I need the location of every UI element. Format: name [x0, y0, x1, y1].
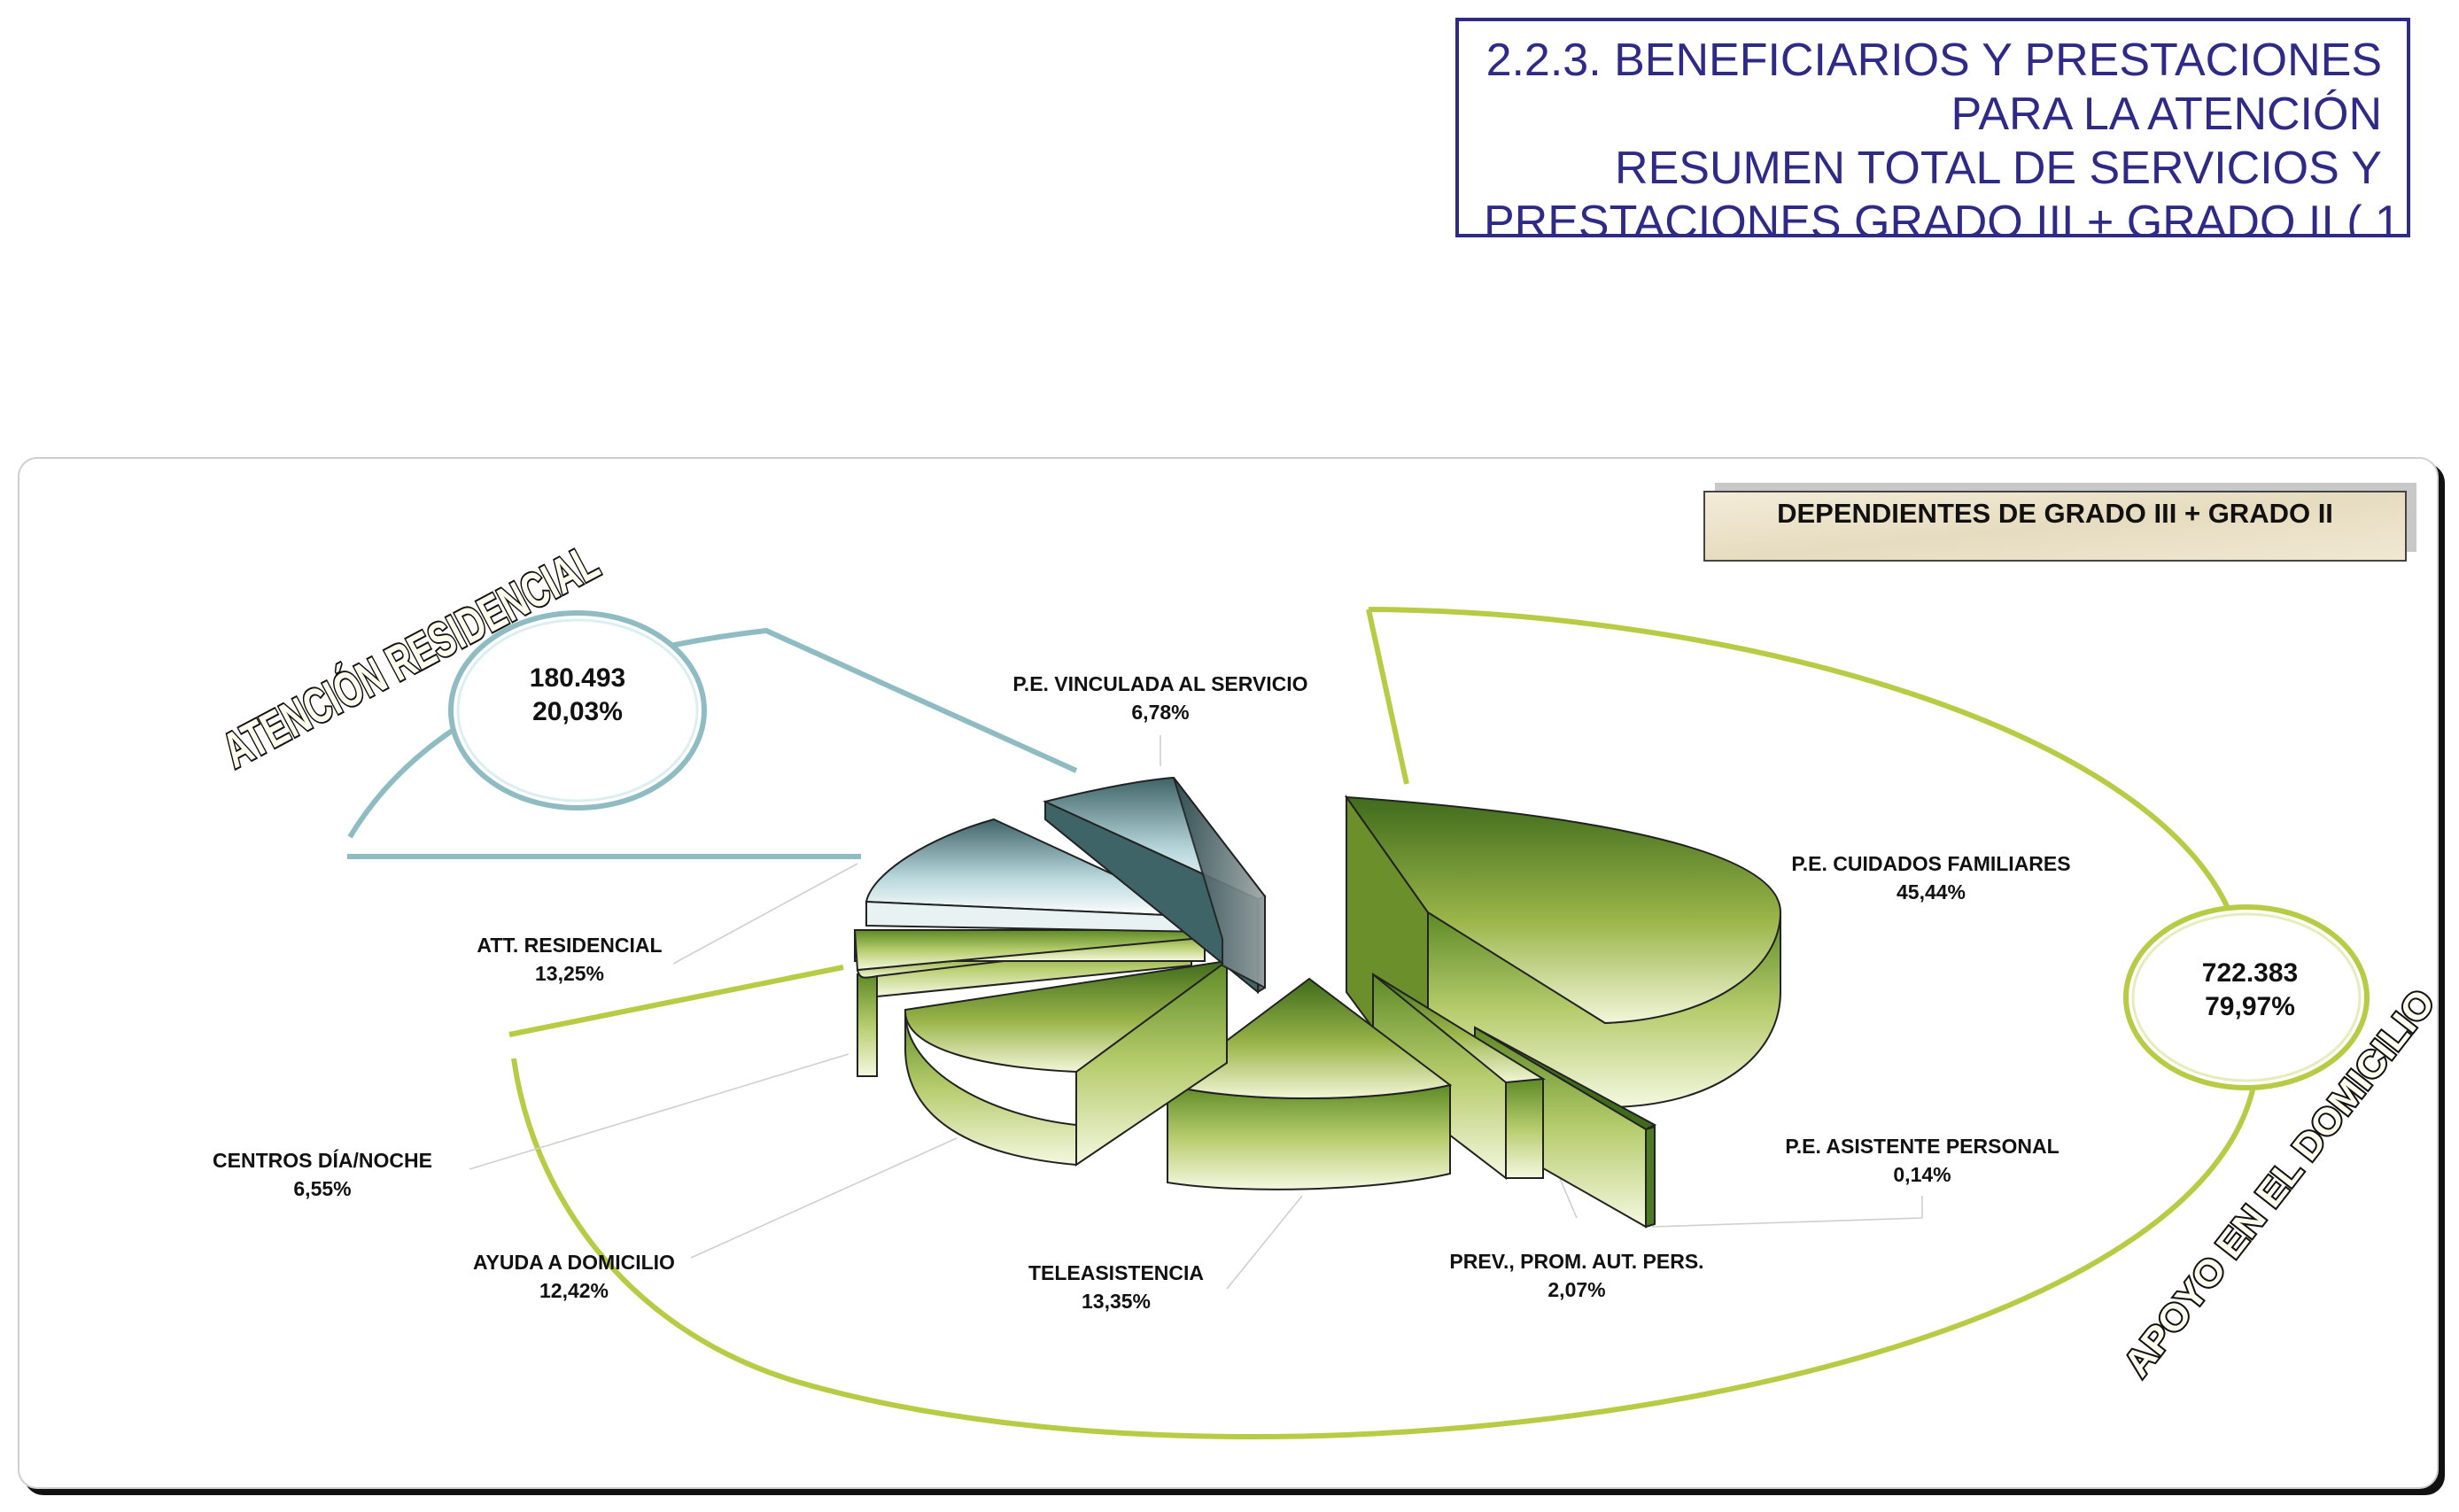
label-pct: 13,25% — [535, 962, 604, 985]
leader-line — [1226, 1195, 1303, 1290]
slice-prev-prom-aut-pers — [1372, 973, 1547, 1084]
label-pct: 0,14% — [1893, 1163, 1951, 1186]
group-bubble-residencial — [448, 610, 707, 810]
leader-line — [1651, 1196, 1923, 1228]
label-pct: 6,55% — [293, 1177, 351, 1200]
leader-lines — [469, 735, 1923, 1290]
slice-teleasistencia — [1165, 977, 1453, 1099]
label-name: CENTROS DÍA/NOCHE — [213, 1148, 432, 1172]
label-pct: 45,44% — [1897, 880, 1966, 903]
label-pct: 12,42% — [539, 1279, 609, 1302]
label-pct: 6,78% — [1131, 701, 1189, 724]
label-name: PREV., PROM. AUT. PERS. — [1449, 1250, 1703, 1273]
leader-line — [469, 1053, 849, 1170]
label-pct: 2,07% — [1548, 1278, 1605, 1301]
label-name: ATT. RESIDENCIAL — [477, 934, 662, 957]
label-pct: 13,35% — [1082, 1290, 1151, 1313]
legend-box — [1703, 491, 2407, 562]
label-name: AYUDA A DOMICILIO — [473, 1251, 675, 1274]
label-name: TELEASISTENCIA — [1028, 1261, 1204, 1284]
slice-side — [857, 973, 878, 1077]
slice-ayuda-a-domicilio — [904, 960, 1228, 1074]
data-labels: P.E. VINCULADA AL SERVICIO 6,78% P.E. CU… — [213, 672, 2071, 1313]
group-pct: 79,97% — [2205, 992, 2295, 1021]
group-bubble-inner — [2131, 912, 2362, 1082]
title-line: RESUMEN TOTAL DE SERVICIOS Y — [1615, 143, 2382, 194]
slice-side — [1173, 777, 1266, 989]
slice-side — [1167, 1083, 1451, 1190]
leader-line — [672, 863, 858, 965]
title-line: PRESTACIONES GRADO III + GRADO II ( 1 — [1484, 197, 2401, 237]
group-bubble-domicilio — [2123, 904, 2370, 1090]
label-name: P.E. CUIDADOS FAMILIARES — [1791, 852, 2070, 875]
label-name: P.E. VINCULADA AL SERVICIO — [1012, 672, 1307, 695]
label-name: P.E. ASISTENTE PERSONAL — [1785, 1135, 2059, 1158]
arc-domicilio-top — [1368, 607, 2239, 931]
group-count: 722.383 — [2202, 958, 2298, 988]
group-pct: 20,03% — [532, 697, 623, 726]
chart-title: DEPENDIENTES DE GRADO III + GRADO II — [1777, 498, 2333, 529]
arc-domicilio-bottom — [511, 1058, 2260, 1440]
title-box: 2.2.3. BENEFICIARIOS Y PRESTACIONES PARA… — [1455, 18, 2410, 237]
slice-side — [1645, 1125, 1656, 1229]
leader-line — [690, 1137, 958, 1259]
title-line: PARA LA ATENCIÓN — [1951, 89, 2382, 140]
pie — [853, 776, 1782, 1229]
group-bubbles: 180.493 20,03% 722.383 79,97% — [448, 610, 2370, 1090]
arc-domicilio-left — [1366, 609, 1409, 785]
chart-frame — [18, 457, 2439, 1489]
title-line: 2.2.3. BENEFICIARIOS Y PRESTACIONES — [1485, 35, 2382, 86]
group-count: 180.493 — [530, 663, 625, 693]
slice-p-e-cuidados-familiares — [1344, 795, 1782, 1025]
slice-side — [1505, 1077, 1544, 1179]
arc-domicilio-tick — [508, 965, 844, 1037]
group-bubble-inner — [456, 618, 699, 803]
